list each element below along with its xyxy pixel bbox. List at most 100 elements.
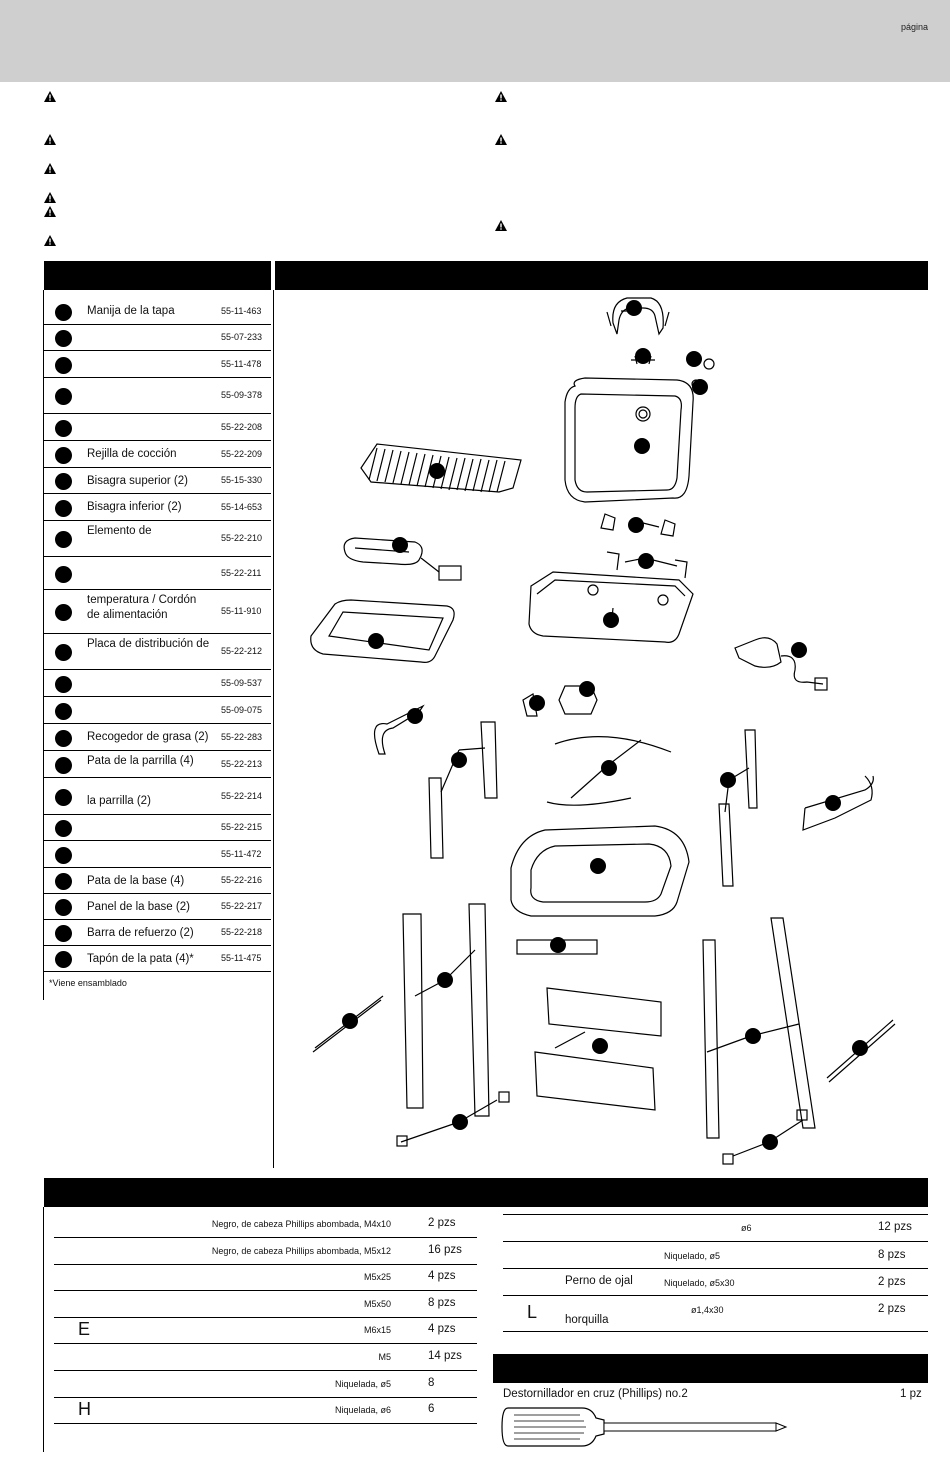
hardware-desc: ø6 xyxy=(741,1223,752,1233)
hardware-qty: 6 xyxy=(428,1403,435,1416)
parts-list-row: Panel de la base (2)55-22-217 xyxy=(44,894,271,920)
part-callout-dot xyxy=(55,873,72,890)
part-callout-dot xyxy=(55,565,72,583)
hardware-qty: 14 pzs xyxy=(428,1350,462,1362)
parts-list-row: Bisagra inferior (2)55-14-653 xyxy=(44,494,271,521)
part-name: Bisagra superior (2) xyxy=(87,475,188,487)
hardware-desc: ø1,4x30 xyxy=(691,1305,724,1315)
parts-list-row: Placa de distribución de 55-22-212 xyxy=(44,634,271,670)
warning-icon xyxy=(44,91,56,102)
part-callout-dot xyxy=(55,419,72,437)
part-callout-dot xyxy=(55,388,72,405)
hardware-desc: M6x15 xyxy=(363,1325,391,1336)
parts-list-row: Elemento de 55-22-210 xyxy=(44,521,271,557)
part-callout-dot xyxy=(55,729,72,747)
hardware-qty: 16 pzs xyxy=(428,1243,462,1256)
hardware-qty: 8 pzs xyxy=(428,1296,456,1309)
hardware-name: Perno de ojal xyxy=(565,1275,633,1287)
hardware-qty: 12 pzs xyxy=(878,1221,912,1233)
part-number: 55-22-210 xyxy=(221,533,263,543)
hardware-desc: Niquelada, ø5 xyxy=(334,1378,391,1389)
part-callout-dot xyxy=(55,604,72,621)
part-callout-dot xyxy=(55,330,72,347)
hardware-row: Niquelado, ø5 8 pzs xyxy=(503,1242,928,1269)
hardware-qty: 2 pzs xyxy=(428,1217,456,1229)
hardware-desc: Negro, de cabeza Phillips abombada, M5x1… xyxy=(211,1245,391,1256)
hardware-row: Negro, de cabeza Phillips abombada, M4x1… xyxy=(54,1211,477,1238)
parts-list-row: 55-09-537 xyxy=(44,670,271,697)
header-band xyxy=(0,0,950,82)
part-name: Pata de la parrilla (4) xyxy=(87,755,194,767)
parts-list-row: Recogedor de grasa (2)55-22-283 xyxy=(44,724,271,751)
part-number: 55-22-216 xyxy=(221,875,263,885)
hardware-qty: 2 pzs xyxy=(878,1303,906,1315)
hardware-desc: M5 xyxy=(378,1352,391,1362)
part-number: 55-22-211 xyxy=(221,567,262,578)
diagram-header-bar xyxy=(275,261,928,290)
warning-icon xyxy=(44,134,56,145)
part-number: 55-22-209 xyxy=(221,448,263,459)
part-name: Placa de distribución de xyxy=(87,638,210,650)
hardware-row: Niquelada, ø5 8 xyxy=(54,1371,477,1398)
tool-name: Destornillador en cruz (Phillips) no.2 xyxy=(503,1388,688,1400)
part-number: 55-22-214 xyxy=(221,790,263,801)
part-number: 55-11-463 xyxy=(221,305,262,316)
distribution-plate-drawing xyxy=(310,599,455,663)
parts-list-row: 55-22-208 xyxy=(44,414,271,441)
part-callout-dot xyxy=(55,675,72,693)
exploded-diagram xyxy=(310,297,896,1165)
hardware-desc: Niquelado, ø5x30 xyxy=(664,1278,735,1288)
tools-header-bar xyxy=(493,1354,928,1383)
hardware-desc: Negro, de cabeza Phillips abombada, M4x1… xyxy=(211,1219,391,1229)
part-number: 55-22-217 xyxy=(221,901,263,911)
part-callout-dot xyxy=(55,702,72,720)
warning-icon xyxy=(44,192,56,203)
parts-list-row: Rejilla de cocción 55-22-209 xyxy=(44,441,271,468)
part-number: 55-22-215 xyxy=(221,822,263,832)
parts-note: *Viene ensamblado xyxy=(49,978,127,988)
parts-divider-rule xyxy=(273,290,274,1168)
parts-list-row: 55-22-211 xyxy=(44,557,271,590)
hardware-desc: Niquelada, ø6 xyxy=(334,1405,391,1416)
part-callout-dot xyxy=(55,788,72,806)
part-name: la parrilla (2) xyxy=(87,795,151,807)
temperature-control-drawing xyxy=(734,637,828,691)
part-number: 55-22-283 xyxy=(221,731,263,742)
hardware-row: ø6 12 pzs xyxy=(503,1214,928,1242)
hardware-qty: 8 xyxy=(428,1376,435,1389)
part-callout-dot xyxy=(55,644,72,661)
part-callout-dot xyxy=(55,951,72,968)
hardware-left-rule xyxy=(43,1207,44,1452)
warning-icon xyxy=(495,91,507,102)
part-callout-dot xyxy=(55,899,72,916)
hardware-qty: 8 pzs xyxy=(878,1249,906,1261)
parts-list-row: 55-07-233 xyxy=(44,325,271,351)
parts-list-row: la parrilla (2) 55-22-214 xyxy=(44,778,271,815)
part-number: 55-22-212 xyxy=(221,646,263,656)
parts-list-row: 55-22-215 xyxy=(44,815,271,841)
part-name: Rejilla de cocción xyxy=(87,448,177,460)
hardware-desc: M5x50 xyxy=(363,1298,391,1309)
parts-list-row: Pata de la parrilla (4)55-22-213 xyxy=(44,751,271,778)
part-name: Elemento de xyxy=(87,525,152,537)
part-callout-dot xyxy=(55,356,72,374)
part-number: 55-09-537 xyxy=(221,677,263,688)
hardware-header-bar xyxy=(44,1178,928,1207)
part-name: Barra de refuerzo (2) xyxy=(87,927,194,939)
hardware-desc: Niquelado, ø5 xyxy=(664,1251,721,1261)
part-name: temperatura / Cordón de alimentación xyxy=(87,594,197,621)
warning-icon xyxy=(495,220,507,231)
tool-qty: 1 pz xyxy=(900,1388,922,1400)
part-number: 55-07-233 xyxy=(221,332,263,342)
part-callout-dot xyxy=(55,846,72,864)
grill-bowl-drawing xyxy=(528,571,694,643)
parts-list-row: 55-09-075 xyxy=(44,697,271,724)
parts-list-row: Tapón de la pata (4)*55-11-475 xyxy=(44,946,271,972)
parts-left-rule xyxy=(43,290,44,1000)
base-tray-drawing xyxy=(510,825,690,917)
part-callout-dot xyxy=(55,499,72,517)
warning-icon xyxy=(44,163,56,174)
hardware-row: M5 14 pzs xyxy=(54,1344,477,1371)
